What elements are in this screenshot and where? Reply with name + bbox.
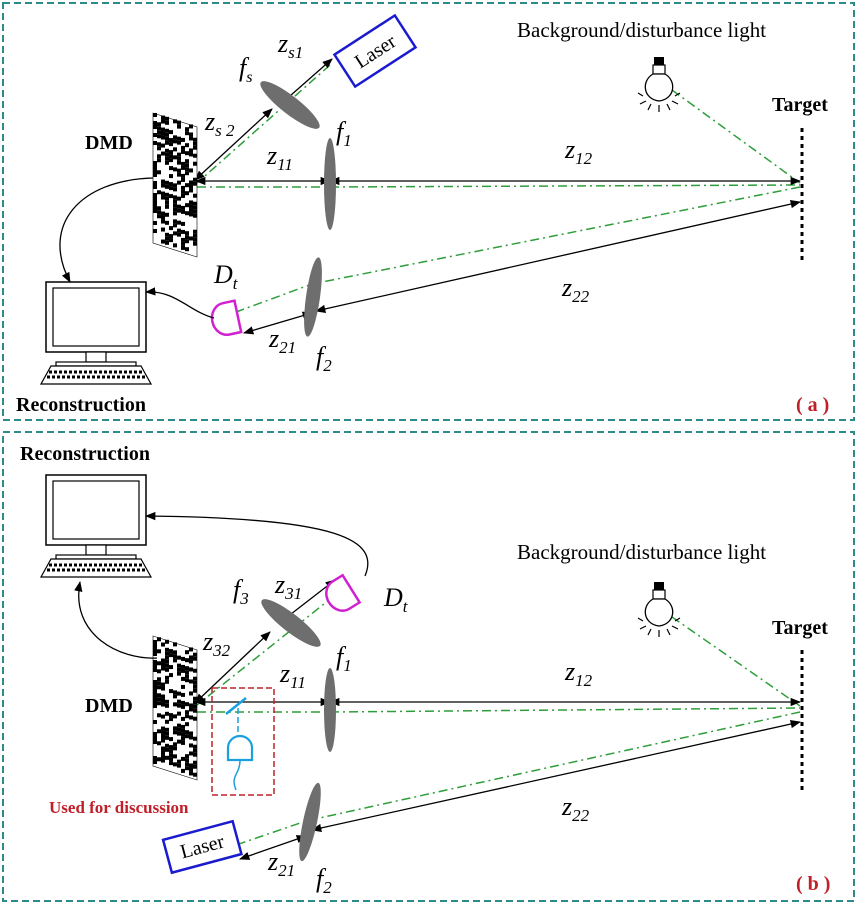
- panel-b-distances: [194, 579, 802, 860]
- cable-detector-computer-b: [144, 511, 369, 577]
- z21-label: z21: [268, 324, 296, 357]
- bg-light-label: Background/disturbance light: [517, 18, 766, 42]
- f1-label: f1: [336, 117, 352, 150]
- discussion-box: [211, 687, 275, 796]
- f2-label: f2: [316, 342, 332, 375]
- cable-dmd-computer-a: [59, 177, 154, 283]
- z22-label: z22: [561, 273, 590, 306]
- lens-f2: [304, 257, 322, 337]
- dmd-b: [152, 635, 198, 781]
- detector-dt-a: [210, 299, 243, 336]
- target-label: Target: [772, 94, 828, 116]
- f2-label-b: f2: [316, 864, 332, 897]
- bulb-icon: [637, 581, 681, 638]
- f3-label: f3: [233, 575, 249, 608]
- dt-label: Dt: [213, 260, 239, 293]
- panel-b-tag: ( b ): [796, 873, 830, 895]
- laser-a: Laser: [332, 13, 418, 89]
- dmd-a: [152, 112, 198, 258]
- computer-b: [39, 473, 153, 579]
- panel-a-tag: ( a ): [796, 394, 829, 416]
- lens-f1-b: [324, 668, 336, 752]
- aux-detector-icon: [225, 697, 254, 791]
- panel-a: Laser Background/disturbance light Targe…: [16, 13, 829, 416]
- zs1-label: zs1: [277, 29, 303, 62]
- z11-label: z11: [266, 141, 293, 174]
- discussion-label: Used for discussion: [49, 798, 189, 817]
- z21-label-b: z21: [267, 847, 295, 880]
- laser-b: Laser: [161, 819, 243, 875]
- cable-dmd-computer-b: [74, 580, 158, 659]
- z31-label: z31: [274, 570, 302, 603]
- bg-light-label-b: Background/disturbance light: [517, 540, 766, 564]
- cable-detector-computer-a: [144, 287, 215, 319]
- panel-a-distances: [194, 58, 802, 335]
- zs2-label: zs 2: [204, 107, 235, 140]
- dmd-label: DMD: [85, 132, 133, 154]
- panel-b: Laser Reconstruction Background/disturba…: [20, 443, 830, 897]
- reconstruction-label: Reconstruction: [16, 394, 146, 416]
- f1-label-b: f1: [336, 642, 352, 675]
- lens-f3: [261, 599, 321, 647]
- z12-label-b: z12: [564, 657, 593, 690]
- z22-label-b: z22: [561, 792, 590, 825]
- lens-f1: [324, 138, 336, 230]
- z11-label-b: z11: [279, 659, 306, 692]
- lens-fs: [260, 81, 320, 129]
- reconstruction-label-b: Reconstruction: [20, 443, 150, 465]
- lens-f2-b: [299, 782, 321, 862]
- panel-b-beams: [196, 595, 801, 846]
- dt-label-b: Dt: [383, 583, 409, 616]
- panel-a-frame: [2, 2, 855, 421]
- target-label-b: Target: [772, 617, 828, 639]
- detector-dt-b: [325, 573, 362, 612]
- bulb-icon: [637, 56, 681, 113]
- z12-label: z12: [564, 135, 593, 168]
- z32-label: z32: [202, 627, 231, 660]
- fs-label: fs: [239, 53, 252, 86]
- computer-a: [39, 280, 153, 386]
- dmd-label-b: DMD: [85, 695, 133, 717]
